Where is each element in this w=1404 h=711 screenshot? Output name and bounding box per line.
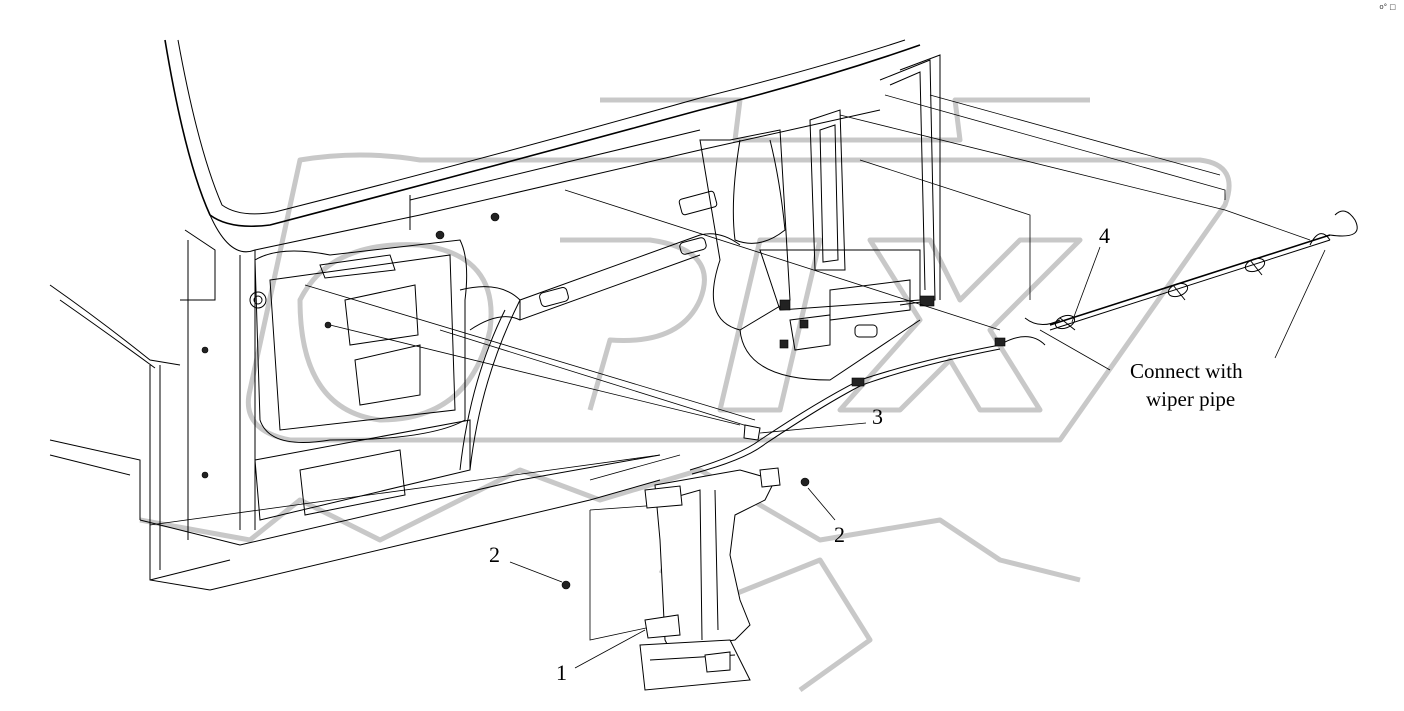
note-line-1: Connect with [1130,359,1243,383]
part-2-nuts [201,321,810,590]
leader-lines [149,94,1311,641]
callout-1: 1 [556,660,567,685]
part-4-washer-tube [1024,210,1358,331]
part-1-trim-panel [639,467,781,691]
note-line-2: wiper pipe [1146,387,1235,411]
callout-3: 3 [872,404,883,429]
watermark [139,97,1232,693]
part-3-hose [689,336,1046,475]
callout-2-left: 2 [489,542,500,567]
corner-mark: o° □ [1379,3,1396,11]
callout-leaders [509,246,1326,669]
callout-2-right: 2 [834,522,845,547]
callout-4: 4 [1099,223,1110,248]
cab-body [49,39,941,591]
